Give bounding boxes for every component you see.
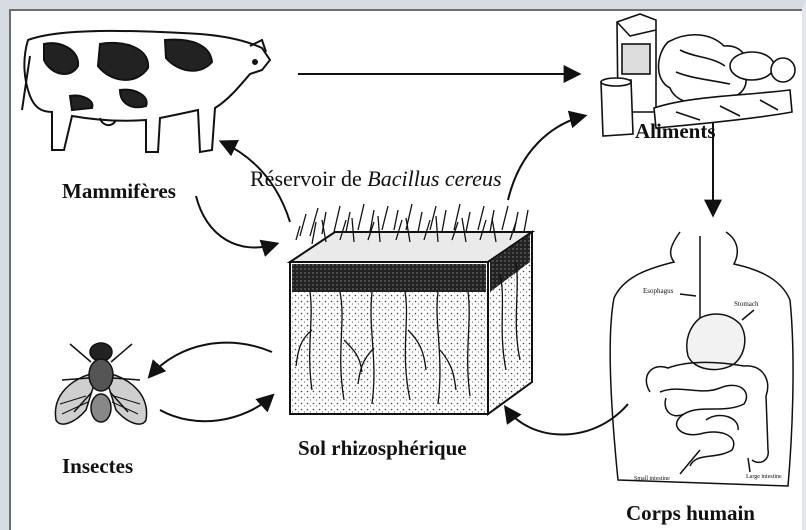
- label-insectes: Insectes: [62, 456, 133, 477]
- small-intestine-label: Small intestine: [634, 476, 670, 482]
- arrow-mammals-to-soil: [196, 196, 276, 247]
- arrow-soil-to-insects: [150, 343, 272, 376]
- arrow-soil-to-food: [508, 116, 584, 200]
- stomach-label: Stomach: [734, 300, 759, 308]
- esophagus-label: Esophagus: [643, 287, 674, 295]
- cow-illustration: [22, 31, 270, 152]
- food-illustration: [601, 14, 795, 136]
- label-sol-rhizospherique: Sol rhizosphérique: [298, 438, 467, 459]
- soil-block-illustration: [290, 204, 532, 414]
- human-body-illustration: Esophagus Stomach Small intestine Large …: [610, 232, 793, 486]
- reservoir-prefix: Réservoir de: [250, 166, 367, 191]
- reservoir-species: Bacillus cereus: [367, 166, 501, 191]
- label-aliments: Aliments: [635, 121, 716, 142]
- arrow-body-to-soil: [506, 404, 628, 435]
- label-corps-humain: Corps humain: [626, 503, 755, 524]
- label-mammiferes: Mammifères: [62, 181, 176, 202]
- arrow-insects-to-soil: [160, 396, 272, 421]
- fly-illustration: [55, 343, 146, 424]
- large-intestine-label: Large intestine: [746, 474, 782, 480]
- label-reservoir: Réservoir de Bacillus cereus: [250, 168, 502, 190]
